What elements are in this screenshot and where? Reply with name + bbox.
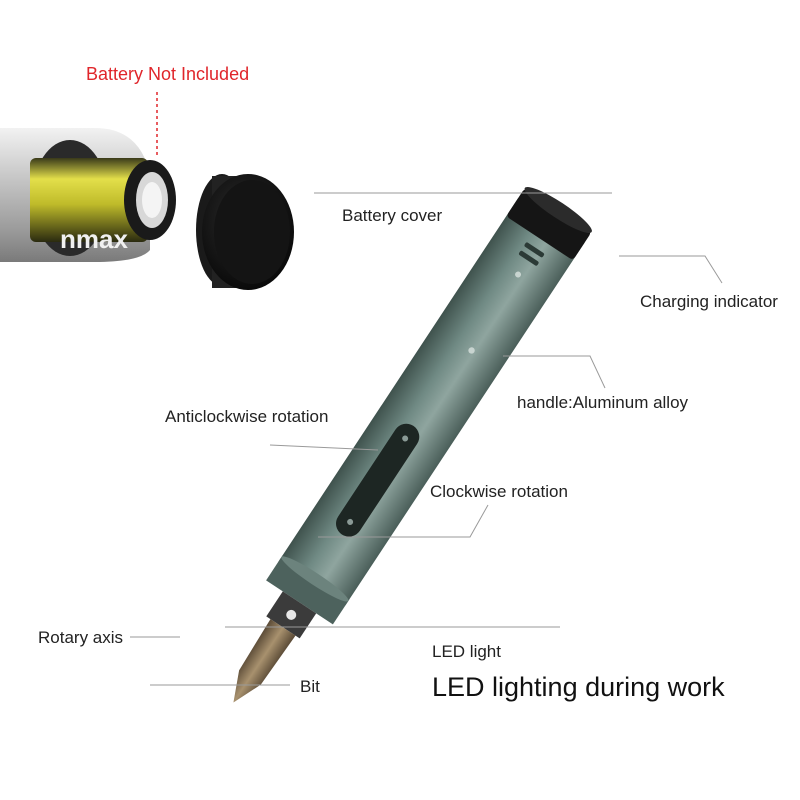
label-bit: Bit <box>300 677 320 696</box>
label-clockwise-rotation: Clockwise rotation <box>430 482 568 501</box>
label-rotary-axis: Rotary axis <box>38 628 124 647</box>
battery-not-included-notice: Battery Not Included <box>86 64 250 84</box>
label-led-light: LED light <box>432 642 501 661</box>
label-battery-cover: Battery cover <box>342 206 443 225</box>
caption-led-lighting: LED lighting during work <box>432 672 725 702</box>
label-anticlockwise-rotation: Anticlockwise rotation <box>165 407 329 426</box>
screwdriver-pen-icon <box>233 186 592 703</box>
battery-tube: nmax <box>0 128 176 262</box>
label-charging-indicator: Charging indicator <box>640 292 778 311</box>
battery-cap-icon <box>196 174 294 290</box>
leader-lines <box>130 192 723 686</box>
label-handle: handle:Aluminum alloy <box>517 393 689 412</box>
battery-brand-text: nmax <box>60 224 128 254</box>
